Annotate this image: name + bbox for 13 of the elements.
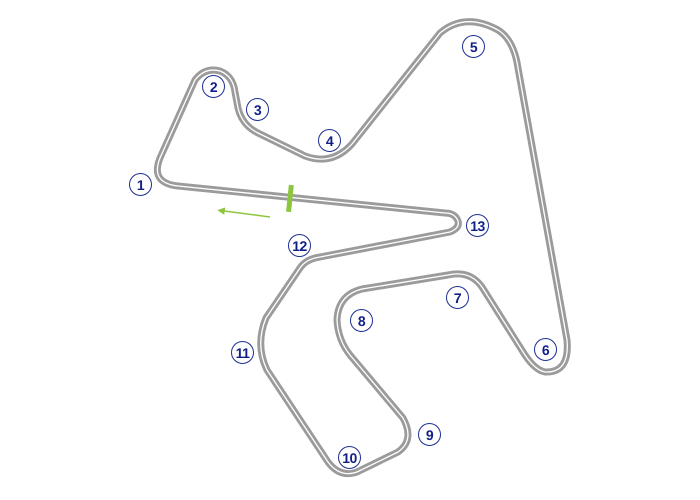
turn-number-marker: 7: [446, 286, 469, 309]
turn-number-marker: 2: [202, 75, 225, 98]
turn-number-marker: 1: [129, 173, 152, 196]
turn-number-marker: 3: [246, 98, 269, 121]
turn-number-marker: 11: [231, 341, 254, 364]
turn-number-marker: 6: [534, 338, 557, 361]
turn-number-marker: 8: [350, 309, 373, 332]
turn-number-marker: 9: [418, 423, 441, 446]
turn-number-marker: 5: [462, 35, 485, 58]
turn-number-marker: 13: [466, 214, 489, 237]
turn-number-marker: 12: [288, 234, 311, 257]
turn-number-marker: 10: [338, 446, 361, 469]
turn-number-marker: 4: [318, 129, 341, 152]
